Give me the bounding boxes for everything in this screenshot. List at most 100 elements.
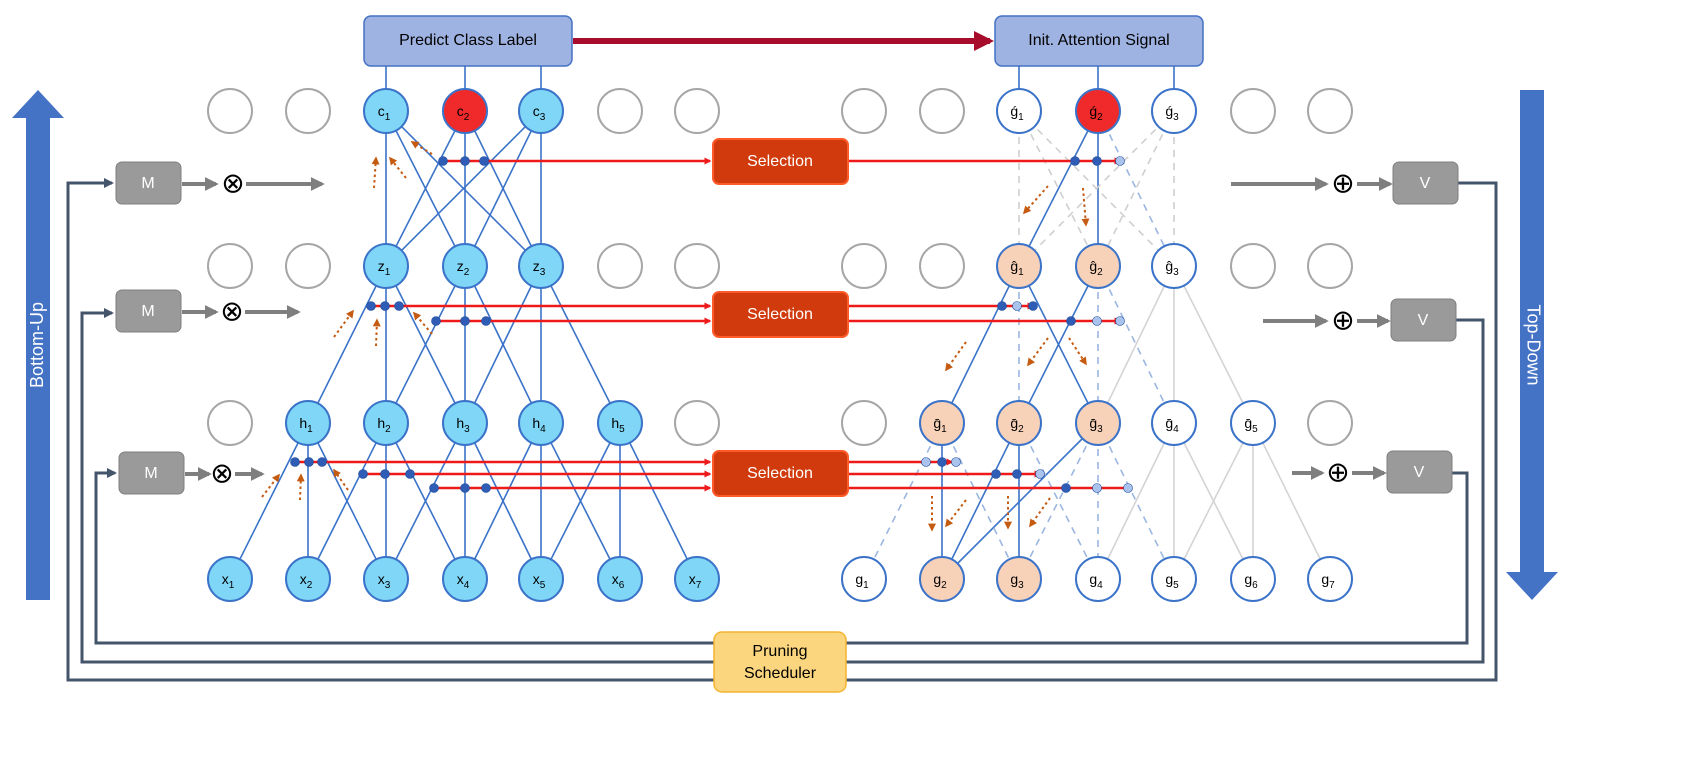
- left-node-h-2: h2: [363, 400, 409, 446]
- value-module-middle: ⊕ V: [1263, 298, 1457, 342]
- network-edge: [619, 422, 698, 580]
- empty-node: [674, 88, 720, 134]
- svg-text:x1: x1: [222, 571, 235, 591]
- right-node-x-6: g6: [1230, 556, 1276, 602]
- junction-dot: [317, 457, 327, 467]
- network-edge: [1018, 265, 1099, 424]
- svg-text:ḡ5: ḡ5: [1244, 415, 1258, 435]
- junction-dot: [460, 156, 470, 166]
- svg-text:c1: c1: [378, 103, 391, 123]
- svg-text:g4: g4: [1089, 571, 1103, 591]
- svg-text:g2: g2: [933, 571, 947, 591]
- junction-dot: [1028, 301, 1038, 311]
- svg-text:ǵ2: ǵ2: [1089, 103, 1103, 123]
- empty-node: [1307, 88, 1353, 134]
- direction-hint-arrow: [1027, 337, 1049, 367]
- junction-dot: [481, 316, 491, 326]
- svg-text:h4: h4: [532, 415, 546, 435]
- svg-text:z3: z3: [533, 258, 546, 278]
- right-node-x-5: g5: [1151, 556, 1197, 602]
- direction-hint-arrow: [412, 311, 433, 335]
- network-edge: [1097, 422, 1175, 580]
- mask-module-middle: M ⊗: [115, 289, 301, 333]
- bottom-up-label: Bottom-Up: [27, 302, 47, 388]
- svg-text:c3: c3: [533, 103, 546, 123]
- junction-dot: [1092, 156, 1102, 166]
- junction-dot: [380, 301, 390, 311]
- add-operator-bottom: ⊕: [1326, 456, 1349, 487]
- empty-node: [597, 88, 643, 134]
- network-edge: [941, 422, 1020, 580]
- junction-dot: [380, 469, 390, 479]
- left-node-c-3: c3: [518, 88, 564, 134]
- svg-text:x4: x4: [457, 571, 470, 591]
- svg-text:h3: h3: [456, 415, 470, 435]
- svg-text:g7: g7: [1321, 571, 1335, 591]
- network-edge: [464, 422, 542, 580]
- right-node-z-1: ĝ1: [996, 243, 1042, 289]
- left-node-x-1: x1: [207, 556, 253, 602]
- empty-node: [597, 243, 643, 289]
- empty-node: [841, 243, 887, 289]
- right-node-x-7: g7: [1307, 556, 1353, 602]
- network-edge: [1097, 422, 1175, 580]
- svg-text:x6: x6: [612, 571, 625, 591]
- network-edge: [385, 422, 466, 580]
- mask-label-bottom: M: [144, 465, 157, 482]
- network-edge: [229, 422, 309, 580]
- svg-text:g3: g3: [1010, 571, 1024, 591]
- direction-hint-arrow: [372, 318, 381, 347]
- direction-hints: [261, 141, 1090, 532]
- network-edge: [1018, 422, 1099, 580]
- left-node-c-2: c2: [442, 88, 488, 134]
- right-node-x-2: g2: [919, 556, 965, 602]
- selection-label-middle: Selection: [747, 306, 813, 323]
- direction-hint-arrow: [261, 473, 280, 498]
- junction-dot: [405, 469, 415, 479]
- empty-node: [285, 243, 331, 289]
- junction-dot: [1092, 483, 1102, 493]
- left-node-c-1: c1: [363, 88, 409, 134]
- right-node-z-3: ĝ3: [1151, 243, 1197, 289]
- network-edge: [540, 422, 621, 580]
- network-edge: [464, 110, 542, 267]
- network-edge: [863, 422, 943, 580]
- svg-text:h1: h1: [299, 415, 313, 435]
- network-edge: [1018, 422, 1099, 580]
- svg-text:ĝ1: ĝ1: [1010, 258, 1024, 278]
- value-label-bottom: V: [1414, 464, 1425, 481]
- svg-text:g5: g5: [1165, 571, 1179, 591]
- mask-module-top: M ⊗: [115, 161, 325, 205]
- value-module-top: ⊕ V: [1231, 161, 1459, 205]
- junction-dot: [429, 483, 439, 493]
- junction-dot: [937, 457, 947, 467]
- junction-dot: [1012, 301, 1022, 311]
- multiply-operator-bottom: ⊗: [210, 457, 233, 488]
- network-edges: [229, 66, 1331, 580]
- predict-class-label-text: Predict Class Label: [399, 32, 537, 49]
- left-node-x-2: x2: [285, 556, 331, 602]
- direction-hint-arrow: [389, 156, 407, 179]
- direction-hint-arrow: [410, 141, 433, 155]
- pruning-scheduler-line1: Pruning: [752, 643, 807, 660]
- init-attention-signal-text: Init. Attention Signal: [1028, 32, 1169, 49]
- mask-label-middle: M: [141, 303, 154, 320]
- junction-dots: [290, 156, 1133, 493]
- direction-hint-arrow: [1029, 497, 1051, 528]
- direction-hint-arrow: [296, 473, 305, 501]
- left-node-h-3: h3: [442, 400, 488, 446]
- junction-dot: [1035, 469, 1045, 479]
- network-edge: [1097, 110, 1175, 267]
- junction-dot: [358, 469, 368, 479]
- feedback-loops: [66, 178, 1498, 682]
- direction-hint-arrow: [333, 468, 349, 491]
- pruning-scheduler-line2: Scheduler: [744, 665, 817, 682]
- value-label-middle: V: [1418, 312, 1429, 329]
- right-node-x-1: g1: [841, 556, 887, 602]
- selection-box-middle: Selection: [712, 291, 849, 338]
- svg-text:ḡ2: ḡ2: [1010, 415, 1024, 435]
- right-node-h-2: ḡ2: [996, 400, 1042, 446]
- empty-node: [207, 243, 253, 289]
- junction-dot: [1012, 469, 1022, 479]
